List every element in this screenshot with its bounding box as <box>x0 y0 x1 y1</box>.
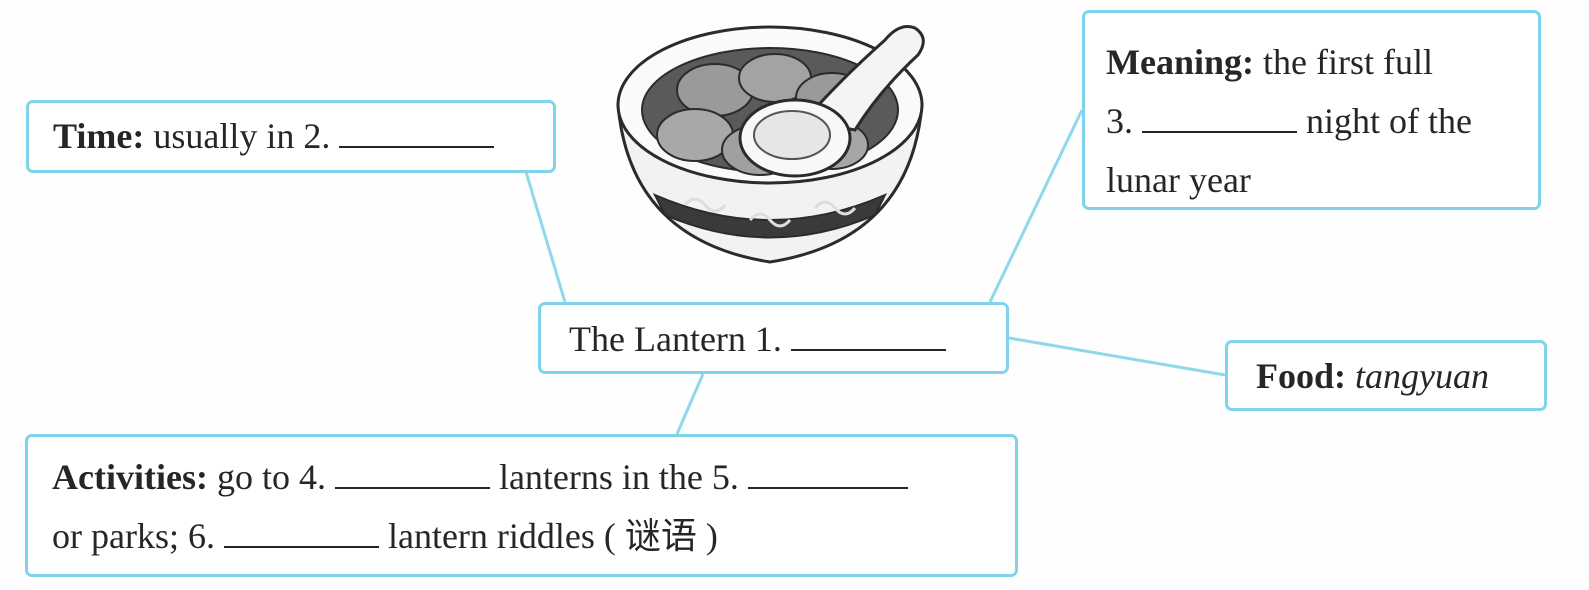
activities-box: Activities: go to 4. lanterns in the 5. … <box>25 434 1018 577</box>
center-line: The Lantern 1. <box>569 310 1006 369</box>
meaning-label: Meaning: <box>1106 42 1254 82</box>
time-text: usually in 2. <box>153 116 331 156</box>
meaning-line-2: 3. night of the <box>1106 92 1528 151</box>
connector-meaning <box>988 109 1084 303</box>
activities-text-2: lanterns in the 5. <box>498 457 739 497</box>
activities-text-4: lantern riddles ( 谜语 ) <box>387 516 718 556</box>
activities-label: Activities: <box>52 457 208 497</box>
blank-2[interactable] <box>339 116 495 148</box>
activities-line-2: or parks; 6. lantern riddles ( 谜语 ) <box>52 507 1015 566</box>
meaning-number-3: 3. <box>1106 101 1133 141</box>
connector-time <box>524 171 567 303</box>
center-text: The Lantern 1. <box>569 319 782 359</box>
blank-6[interactable] <box>223 516 379 548</box>
food-value: tangyuan <box>1355 356 1489 396</box>
blank-4[interactable] <box>334 457 490 489</box>
meaning-text-1: the first full <box>1263 42 1433 82</box>
meaning-line-1: Meaning: the first full <box>1106 33 1528 92</box>
meaning-box: Meaning: the first full 3. night of the … <box>1082 10 1541 210</box>
meaning-line-3: lunar year <box>1106 160 1251 200</box>
time-label: Time: <box>53 116 145 156</box>
time-line: Time: usually in 2. <box>53 107 553 166</box>
blank-1[interactable] <box>790 319 946 351</box>
activities-text-3: or parks; 6. <box>52 516 215 556</box>
meaning-text-2: night of the <box>1306 101 1472 141</box>
food-line: Food: tangyuan <box>1256 347 1544 406</box>
tangyuan-bowl-icon <box>616 25 925 264</box>
food-label: Food: <box>1256 356 1346 396</box>
food-box: Food: tangyuan <box>1225 340 1547 411</box>
time-box: Time: usually in 2. <box>26 100 556 173</box>
blank-5[interactable] <box>747 457 908 489</box>
connector-food <box>1008 336 1226 377</box>
blank-3[interactable] <box>1142 101 1297 133</box>
center-box: The Lantern 1. <box>538 302 1009 374</box>
activities-line-1: Activities: go to 4. lanterns in the 5. <box>52 448 1015 507</box>
activities-text-1: go to 4. <box>216 457 326 497</box>
connector-activities <box>675 373 705 435</box>
